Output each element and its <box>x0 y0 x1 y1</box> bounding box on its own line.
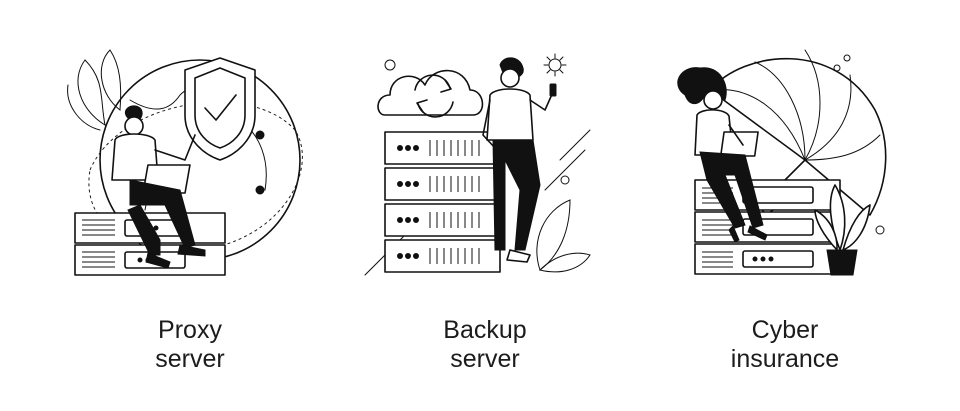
cyber-insurance-panel: Cyber insurance <box>655 40 915 380</box>
proxy-server-illustration-icon <box>67 49 303 276</box>
proxy-server-caption: Proxy server <box>60 316 320 374</box>
backup-server-caption: Backup server <box>355 316 615 374</box>
backup-server-illustration-icon <box>364 53 591 276</box>
caption-line2: server <box>450 345 520 373</box>
caption-line1: Backup <box>443 316 527 344</box>
cyber-insurance-caption: Cyber insurance <box>655 316 915 374</box>
caption-line1: Proxy <box>158 316 222 344</box>
caption-line1: Cyber <box>751 316 819 344</box>
cyber-insurance-illustration-icon <box>677 49 887 276</box>
caption-line2: insurance <box>730 345 840 373</box>
caption-line2: server <box>155 345 225 373</box>
backup-server-panel: Backup server <box>355 40 615 380</box>
proxy-server-panel: Proxy server <box>60 40 320 380</box>
